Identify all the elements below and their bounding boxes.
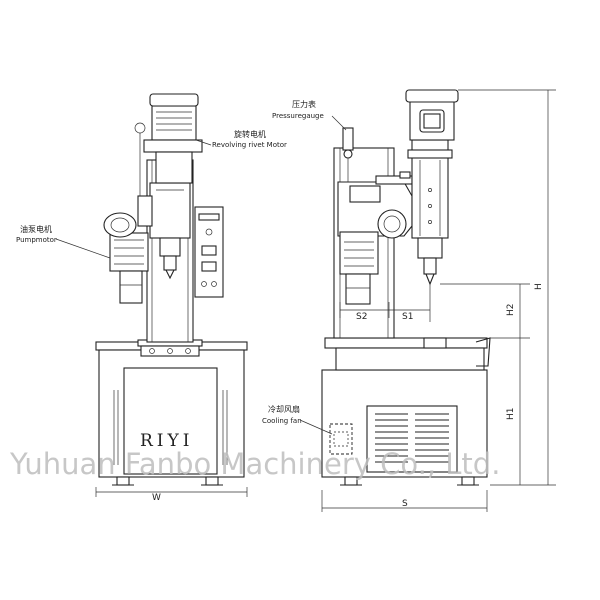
svg-text:Pumpmotor: Pumpmotor xyxy=(16,236,57,244)
dim-h1: H1 xyxy=(506,408,516,421)
cooling-fan xyxy=(329,423,353,455)
svg-text:油泵电机: 油泵电机 xyxy=(20,224,52,234)
front-panel xyxy=(123,367,218,475)
label-pump-motor: 油泵电机 Pumpmotor xyxy=(16,224,111,259)
svg-text:压力表: 压力表 xyxy=(292,99,316,109)
dim-s1: S1 xyxy=(402,312,413,322)
svg-text:Revolving rivet Motor: Revolving rivet Motor xyxy=(212,141,287,149)
vent-slots xyxy=(375,413,449,463)
svg-text:Cooling fan: Cooling fan xyxy=(262,417,302,425)
label-revolving-motor: 旋转电机 Revolving rivet Motor xyxy=(195,129,287,149)
watermark-text: Yuhuan Fanbo Machinery Co., Ltd. xyxy=(9,447,500,481)
vent-grille xyxy=(366,405,458,473)
label-pressure-gauge: 压力表 Pressuregauge xyxy=(272,99,347,131)
pump-motor xyxy=(109,232,149,272)
dim-s: S xyxy=(402,499,408,509)
svg-text:冷却风扇: 冷却风扇 xyxy=(268,404,300,414)
pump-motor-side xyxy=(339,231,379,275)
label-cooling-fan: 冷却风扇 Cooling fan xyxy=(262,404,333,435)
brand-text: RIYI xyxy=(140,431,193,451)
dim-h2: H2 xyxy=(506,304,516,317)
dim-w: W xyxy=(152,493,161,503)
svg-text:Pressuregauge: Pressuregauge xyxy=(272,112,324,120)
dim-s2: S2 xyxy=(356,312,367,322)
side-view: S2 S1 S H2 H1 H xyxy=(321,89,556,512)
revolving-motor xyxy=(151,105,197,141)
dim-h: H xyxy=(534,283,544,290)
front-view: RIYI xyxy=(95,93,248,503)
svg-text:旋转电机: 旋转电机 xyxy=(234,129,266,139)
